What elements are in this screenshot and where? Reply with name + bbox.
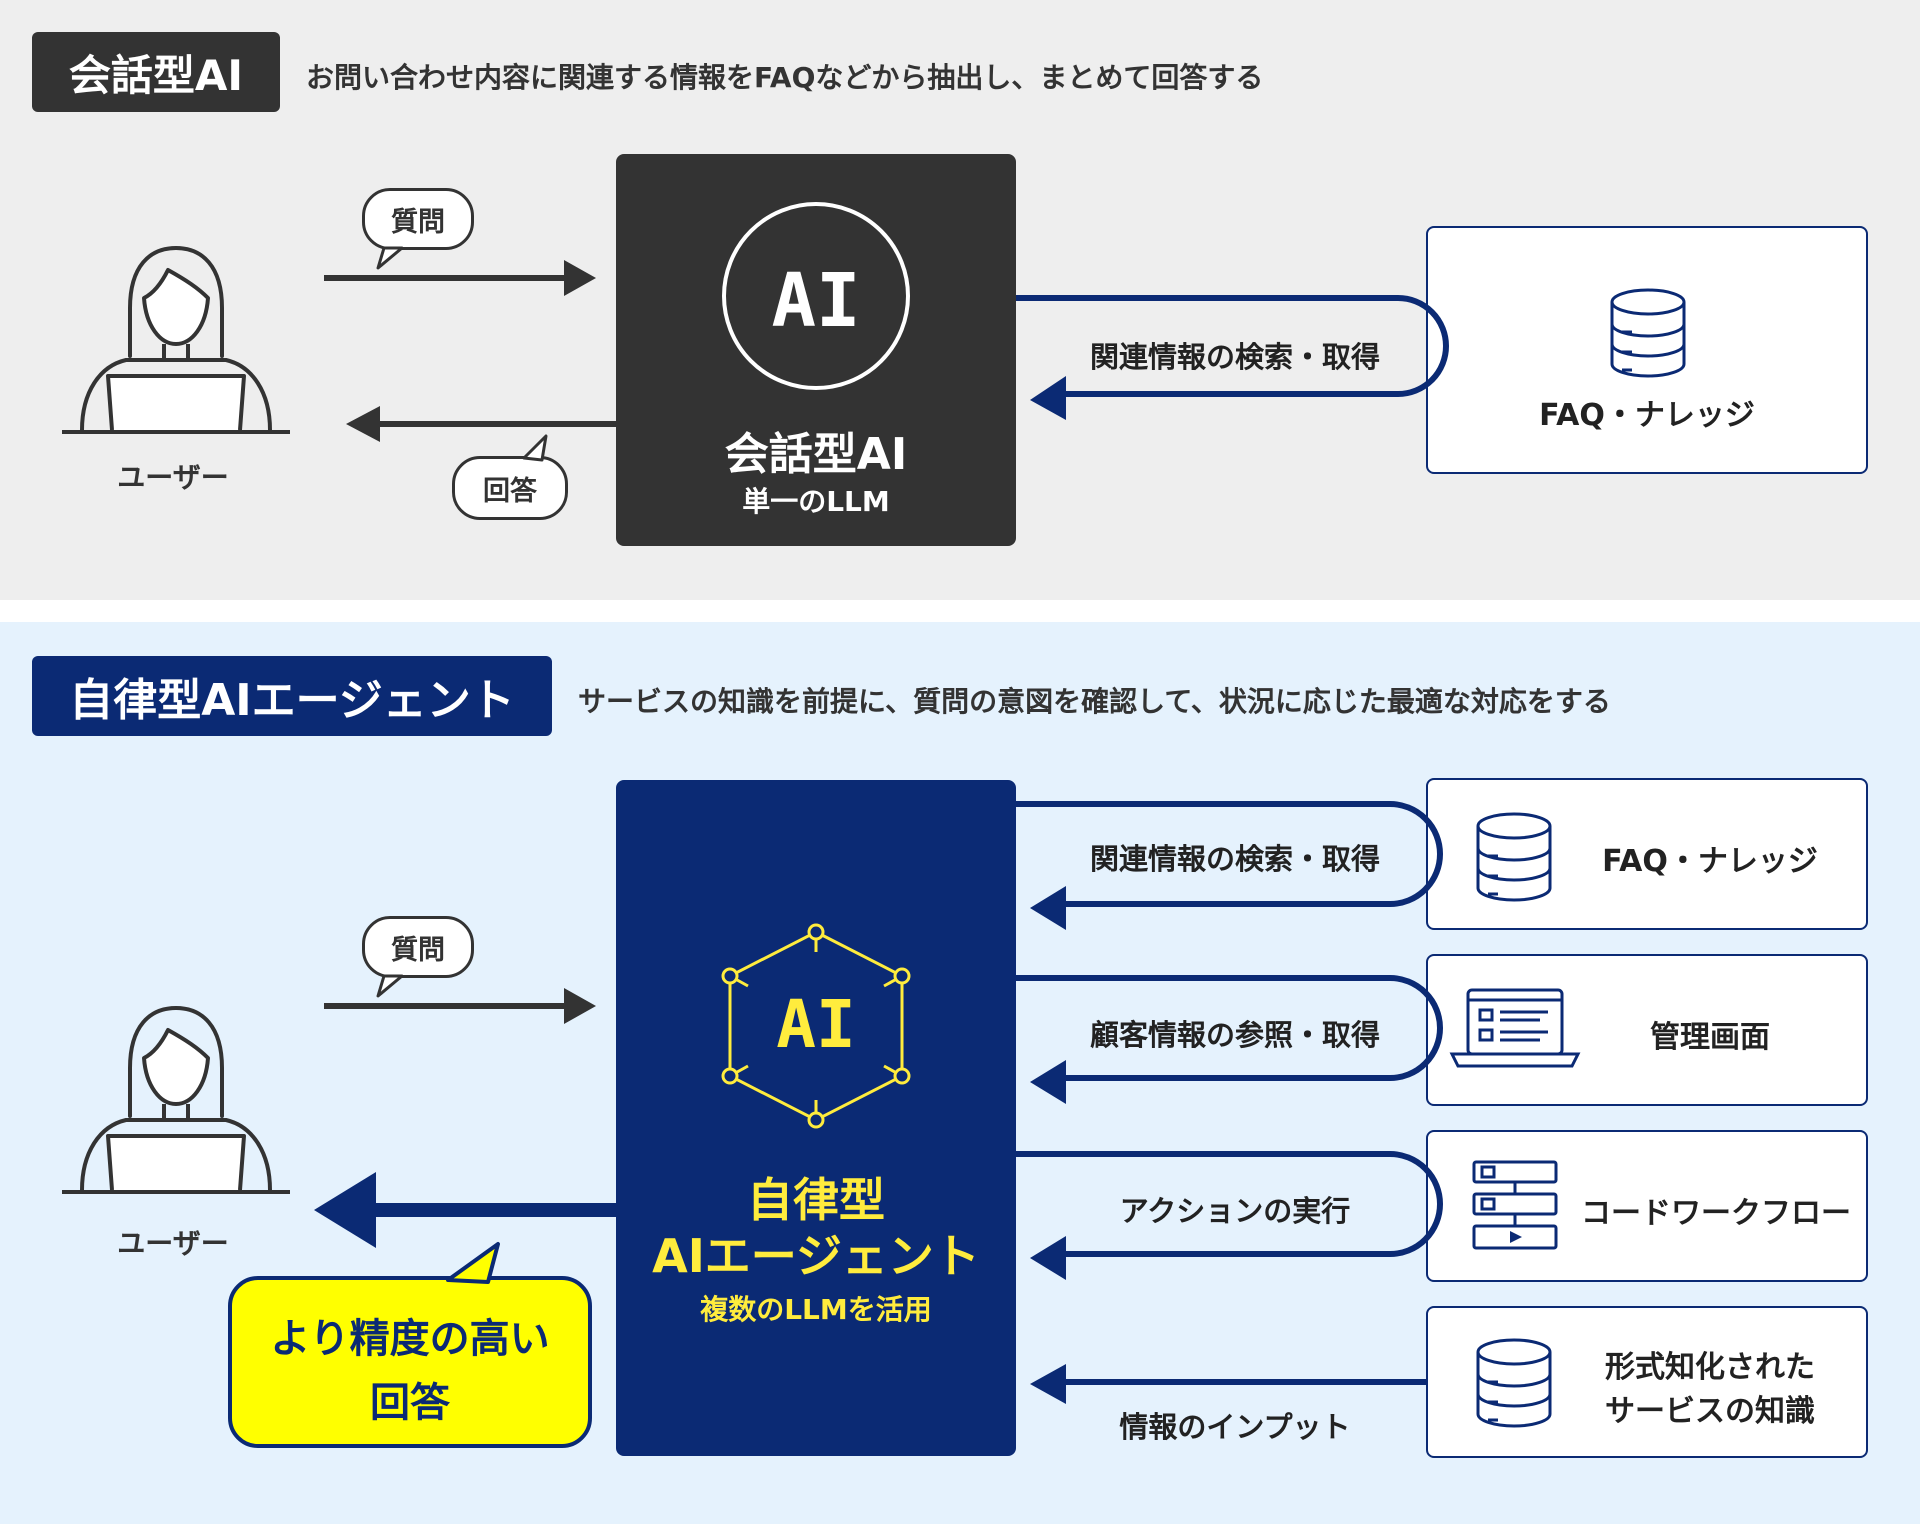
core-title-line1: 自律型 xyxy=(747,1173,885,1227)
answer-bubble-tail xyxy=(522,434,548,462)
precise-answer-line2: 回答 xyxy=(370,1380,450,1426)
core-title: 会話型AI xyxy=(724,429,908,480)
ai-logo-circle xyxy=(722,202,910,390)
database-icon xyxy=(1610,288,1686,378)
source-label-faq: FAQ・ナレッジ xyxy=(1602,844,1818,879)
answer-bubble: 回答 xyxy=(452,456,568,520)
conversational-ai-tag: 会話型AI xyxy=(32,32,280,112)
precise-answer-tail xyxy=(446,1242,500,1284)
action-loop-arrow xyxy=(1016,1151,1443,1280)
answer-arrow xyxy=(314,1172,616,1248)
faq-knowledge-box xyxy=(1426,226,1868,474)
source-box-faq xyxy=(1426,778,1868,930)
core-subtitle: 複数のLLMを活用 xyxy=(700,1293,932,1326)
source-box-workflow xyxy=(1426,1130,1868,1282)
source-label-admin: 管理画面 xyxy=(1650,1020,1770,1055)
search-loop-arrow xyxy=(1016,295,1449,420)
conversational-ai-description: お問い合わせ内容に関連する情報をFAQなどから抽出し、まとめて回答する xyxy=(306,61,1264,94)
question-arrow xyxy=(324,260,596,296)
link-label-input: 情報のインプット xyxy=(1119,1410,1351,1444)
link-label-customer: 顧客情報の参照・取得 xyxy=(1089,1018,1380,1052)
core-title-line2: AIエージェント xyxy=(652,1229,980,1283)
source-box-knowledge xyxy=(1426,1306,1868,1458)
database-icon xyxy=(1476,1338,1552,1428)
source-label-knowledge-1: 形式知化された xyxy=(1605,1350,1815,1385)
source-label-knowledge-2: サービスの知識 xyxy=(1605,1394,1815,1429)
search-loop-arrow xyxy=(1016,801,1443,930)
question-bubble-tail xyxy=(376,974,404,998)
database-icon xyxy=(1476,812,1552,902)
laptop-icon xyxy=(1449,988,1581,1068)
link-label: 関連情報の検索・取得 xyxy=(1089,340,1380,374)
user-label: ユーザー xyxy=(117,1227,229,1260)
answer-arrow xyxy=(346,406,616,442)
question-arrow xyxy=(324,988,596,1024)
user-icon xyxy=(60,1006,292,1194)
link-label-action: アクションの実行 xyxy=(1119,1194,1351,1228)
question-bubble: 質問 xyxy=(362,916,474,978)
user-label: ユーザー xyxy=(117,461,229,494)
core-subtitle: 単一のLLM xyxy=(742,485,890,518)
conversational-ai-core: AI 会話型AI 単一のLLM xyxy=(616,154,1016,546)
link-label-search: 関連情報の検索・取得 xyxy=(1089,842,1380,876)
precise-answer-bubble xyxy=(228,1276,592,1448)
input-arrow xyxy=(1030,1364,1426,1404)
question-bubble: 質問 xyxy=(362,188,474,250)
source-label-workflow: コードワークフロー xyxy=(1581,1196,1851,1231)
ai-hex-logo-text: AI xyxy=(776,986,856,1063)
question-bubble-tail xyxy=(376,246,404,270)
user-icon xyxy=(60,246,292,434)
autonomous-ai-agent-description: サービスの知識を前提に、質問の意図を確認して、状況に応じた最適な対応をする xyxy=(578,685,1611,718)
faq-knowledge-label: FAQ・ナレッジ xyxy=(1539,398,1755,433)
precise-answer-line1: より精度の高い xyxy=(270,1316,550,1362)
workflow-icon xyxy=(1472,1160,1558,1250)
ai-network-icon xyxy=(721,923,911,1129)
autonomous-ai-agent-tag: 自律型AIエージェント xyxy=(32,656,552,736)
ai-logo-text: AI xyxy=(771,258,861,344)
customer-loop-arrow xyxy=(1016,975,1443,1104)
